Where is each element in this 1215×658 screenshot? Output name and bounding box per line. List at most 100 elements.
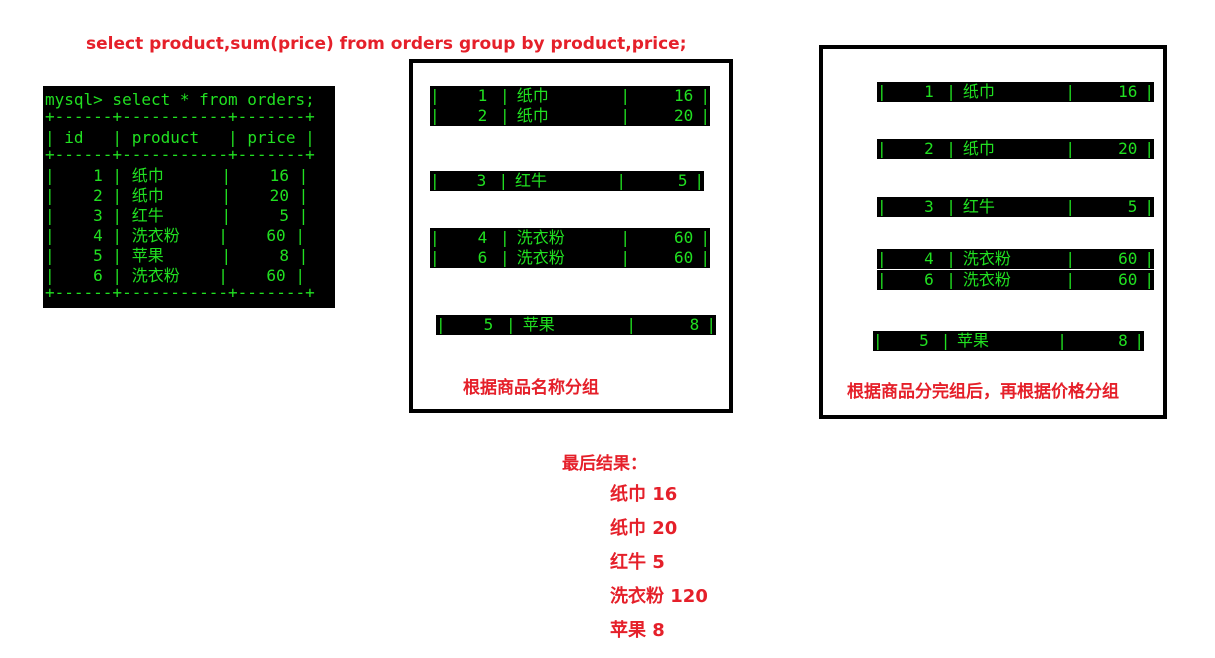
- group-row-strip: |5|苹果|8|: [873, 331, 1144, 351]
- row-border: |: [620, 86, 631, 105]
- row-id: 5: [483, 315, 494, 334]
- table-separator: +------+-----------+-------+: [45, 110, 315, 126]
- row-border: |: [1144, 82, 1154, 101]
- row-id: 4: [477, 228, 488, 247]
- row-product: 纸巾: [962, 139, 995, 158]
- row-id: 6: [924, 270, 934, 289]
- row-id: 6: [477, 248, 488, 267]
- row-product: 洗衣粉: [962, 270, 1011, 289]
- group-row-strip: |6|洗衣粉|60|: [430, 248, 710, 268]
- row-product: 洗衣粉: [516, 228, 565, 247]
- row-price: 20: [673, 106, 694, 125]
- group-row-strip: |4|洗衣粉|60|: [877, 249, 1154, 269]
- row-border: |: [620, 228, 631, 247]
- row-border: |: [1057, 331, 1067, 350]
- row-price: 16: [1118, 82, 1138, 101]
- row-product: 纸巾: [131, 166, 164, 185]
- row-product: 洗衣粉: [131, 226, 180, 245]
- row-id: 1: [924, 82, 934, 101]
- row-price: 20: [1118, 139, 1138, 158]
- sql-query-title: select product,sum(price) from orders gr…: [86, 34, 687, 54]
- group-by-product-price-box: [819, 45, 1167, 419]
- table-row: | 6 | 洗衣粉 | 60 |: [45, 266, 305, 285]
- row-border: |: [1065, 249, 1075, 268]
- row-border: |: [626, 315, 637, 334]
- row-border: |: [500, 248, 510, 267]
- row-price: 16: [673, 86, 694, 105]
- row-product: 洗衣粉: [962, 249, 1011, 268]
- group-row-strip: |2|纸巾|20|: [430, 106, 710, 126]
- row-id: 5: [919, 331, 929, 350]
- group-row-strip: |3|红牛|5|: [430, 171, 704, 191]
- table-row: | 5 | 苹果 | 8 |: [45, 246, 309, 265]
- result-item: 纸巾 20: [610, 518, 678, 539]
- row-border: |: [1144, 270, 1154, 289]
- row-id: 2: [477, 106, 488, 125]
- row-border: |: [616, 171, 626, 190]
- row-border: |: [500, 106, 510, 125]
- group-by-product-price-caption: 根据商品分完组后，再根据价格分组: [847, 382, 1119, 402]
- row-border: |: [877, 249, 887, 268]
- group-row-strip: |2|纸巾|20|: [877, 139, 1154, 159]
- row-border: |: [500, 86, 510, 105]
- row-product: 纸巾: [962, 82, 995, 101]
- row-border: |: [946, 197, 956, 216]
- row-id: 1: [477, 86, 488, 105]
- row-border: |: [430, 86, 440, 105]
- row-border: |: [430, 248, 440, 267]
- row-border: |: [498, 171, 509, 190]
- row-border: |: [430, 106, 440, 125]
- row-product: 红牛: [514, 171, 547, 190]
- row-product: 红牛: [131, 206, 164, 225]
- row-border: |: [500, 228, 510, 247]
- row-product: 纸巾: [131, 186, 164, 205]
- row-border: |: [436, 315, 446, 334]
- row-price: 60: [673, 248, 694, 267]
- row-product: 苹果: [957, 331, 990, 350]
- row-border: |: [877, 197, 887, 216]
- row-border: |: [700, 86, 710, 105]
- row-border: |: [700, 228, 710, 247]
- row-border: |: [946, 82, 956, 101]
- row-product: 苹果: [131, 246, 164, 265]
- row-border: |: [706, 315, 716, 334]
- table-separator: +------+-----------+-------+: [45, 286, 315, 302]
- row-price: 60: [673, 228, 694, 247]
- result-item: 纸巾 16: [610, 484, 678, 505]
- row-border: |: [877, 82, 887, 101]
- row-border: |: [946, 139, 956, 158]
- row-border: |: [873, 331, 883, 350]
- row-border: |: [1134, 331, 1144, 350]
- row-product: 洗衣粉: [131, 266, 180, 285]
- row-product: 洗衣粉: [516, 248, 565, 267]
- header-product: product: [131, 128, 200, 147]
- row-product: 纸巾: [516, 106, 549, 125]
- table-row: | 4 | 洗衣粉 | 60 |: [45, 226, 305, 245]
- row-border: |: [877, 139, 887, 158]
- row-border: |: [1065, 197, 1075, 216]
- row-border: |: [1144, 197, 1154, 216]
- row-border: |: [1144, 249, 1154, 268]
- header-id: id: [64, 128, 84, 147]
- row-id: 3: [924, 197, 934, 216]
- row-border: |: [430, 228, 440, 247]
- header-price: price: [247, 128, 296, 147]
- result-item: 苹果 8: [610, 620, 665, 641]
- row-border: |: [1065, 270, 1075, 289]
- row-price: 8: [1118, 331, 1128, 350]
- table-row: | 2 | 纸巾 | 20 |: [45, 186, 309, 205]
- result-heading: 最后结果：: [562, 454, 647, 474]
- row-product: 纸巾: [516, 86, 549, 105]
- result-item: 洗衣粉 120: [610, 586, 708, 607]
- table-separator: +------+-----------+-------+: [45, 148, 315, 164]
- group-row-strip: | 4 | 洗衣粉 | 60 |: [430, 228, 710, 248]
- row-price: 5: [1127, 197, 1138, 216]
- row-border: |: [946, 249, 956, 268]
- group-row-strip: |6|洗衣粉|60|: [877, 270, 1154, 290]
- row-price: 60: [1118, 270, 1138, 289]
- table-row: | 3 | 红牛 | 5 |: [45, 206, 309, 225]
- row-product: 红牛: [962, 197, 995, 216]
- terminal-orders-table: mysql> select * from orders; +------+---…: [43, 86, 335, 308]
- row-price: 8: [689, 315, 700, 334]
- row-border: |: [1065, 139, 1075, 158]
